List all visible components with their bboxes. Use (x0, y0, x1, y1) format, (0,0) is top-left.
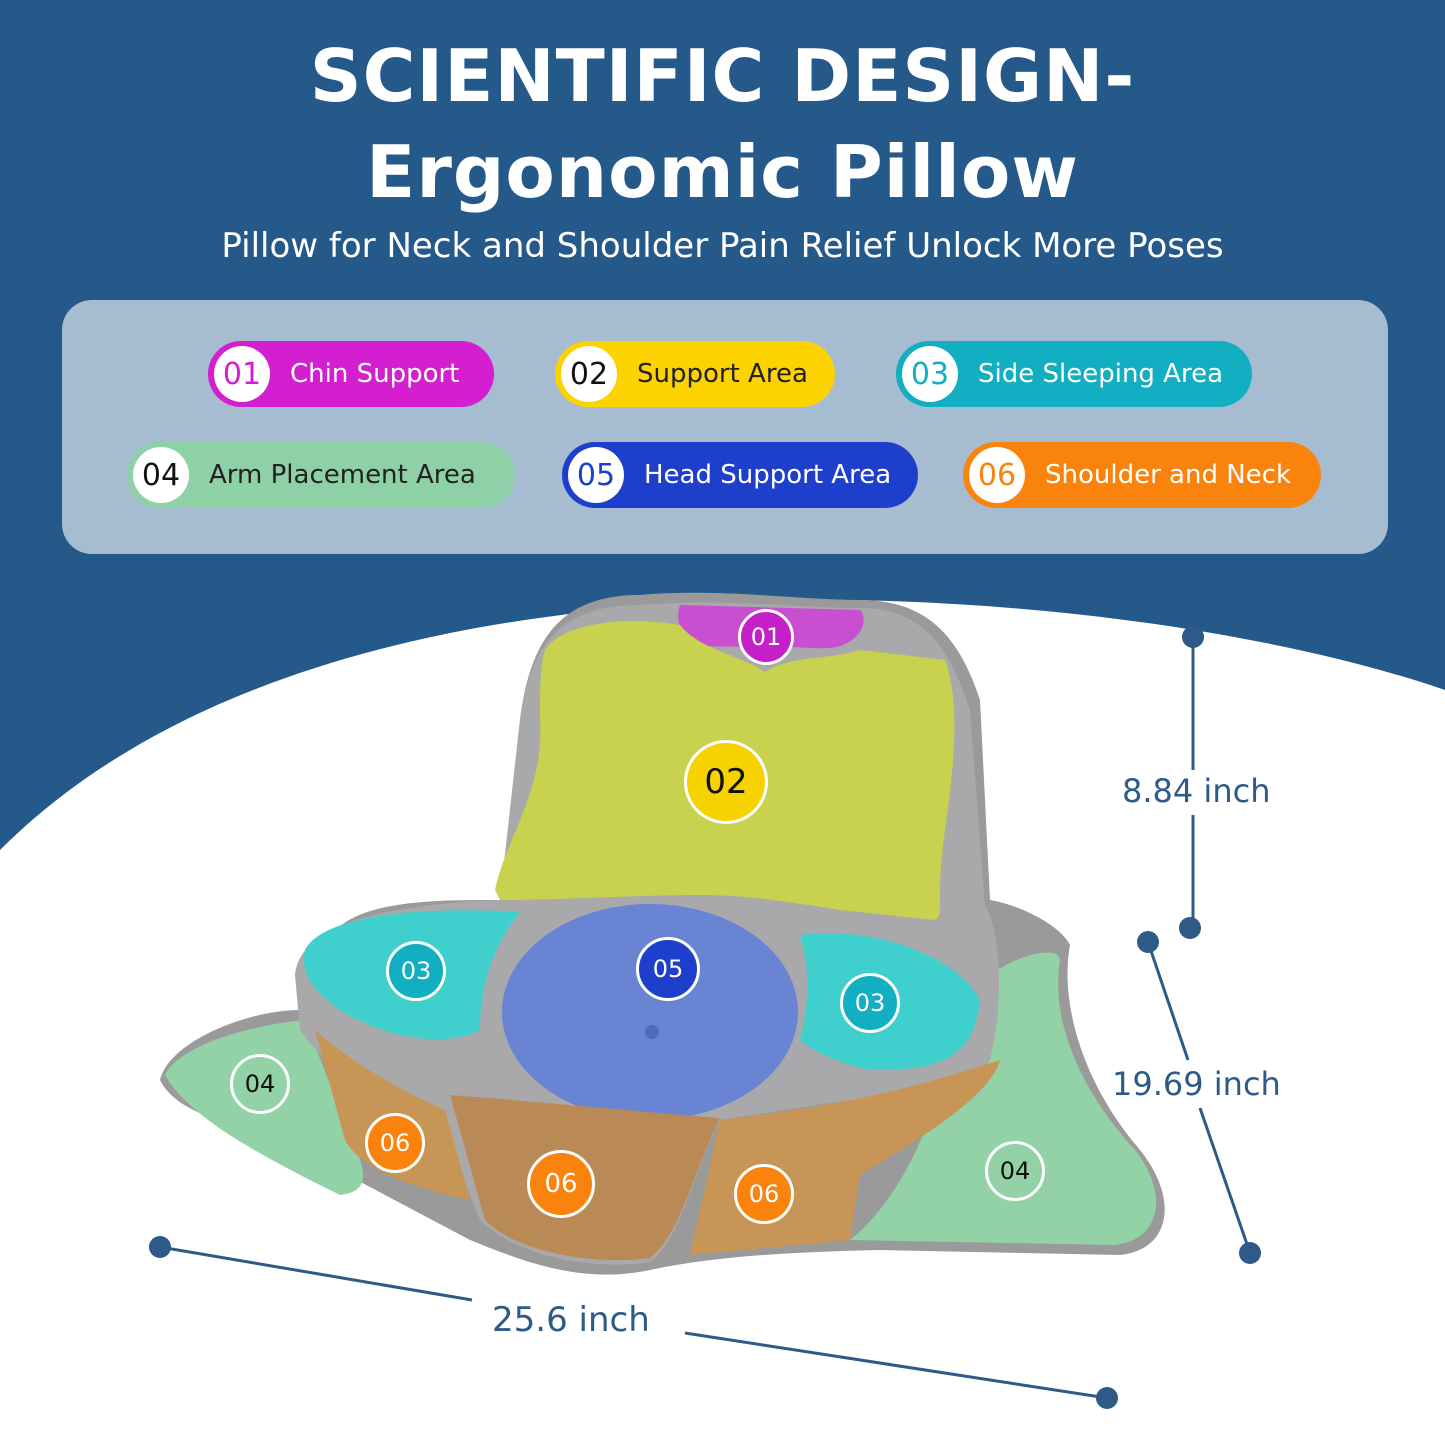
title-line-1: SCIENTIFIC DESIGN- (309, 34, 1136, 118)
pillow-illustration (160, 592, 1165, 1275)
marker-01: 01 (738, 609, 794, 665)
legend-pill-chin-support: 01 Chin Support (208, 341, 494, 407)
marker-06-center: 06 (527, 1150, 595, 1218)
legend-label: Shoulder and Neck (1045, 460, 1292, 490)
marker-04-left: 04 (230, 1054, 290, 1114)
legend-label: Support Area (637, 359, 808, 389)
width-line-right (684, 1331, 1108, 1400)
center-dimple (645, 1025, 659, 1039)
width-dot-left (149, 1236, 171, 1258)
zone-arm-right (850, 952, 1157, 1245)
zone-head-support (502, 904, 798, 1120)
legend-label: Head Support Area (644, 460, 892, 490)
marker-05: 05 (636, 937, 700, 1001)
legend-label: Arm Placement Area (209, 460, 476, 490)
legend-panel (62, 300, 1388, 554)
width-line-left (159, 1245, 473, 1302)
dimension-width-label: 25.6 inch (492, 1300, 650, 1340)
legend-pill-shoulder-neck: 06 Shoulder and Neck (963, 442, 1321, 508)
marker-03-right: 03 (840, 973, 900, 1033)
dimension-height-label: 8.84 inch (1122, 772, 1271, 810)
marker-03-left: 03 (386, 941, 446, 1001)
title-line-2: Ergonomic Pillow (366, 130, 1079, 214)
legend-number: 01 (214, 346, 270, 402)
dimension-lines (149, 626, 1261, 1409)
width-dot-right (1096, 1387, 1118, 1409)
subtitle: Pillow for Neck and Shoulder Pain Relief… (221, 226, 1224, 266)
legend-pill-head-support: 05 Head Support Area (562, 442, 918, 508)
legend-pill-support-area: 02 Support Area (555, 341, 835, 407)
legend-label: Chin Support (290, 359, 460, 389)
depth-line-bottom (1198, 1107, 1252, 1254)
legend-number: 04 (133, 447, 189, 503)
legend-number: 05 (568, 447, 624, 503)
depth-line-top (1146, 941, 1190, 1061)
height-dot-top (1182, 626, 1204, 648)
marker-02: 02 (684, 740, 768, 824)
legend-pill-side-sleeping: 03 Side Sleeping Area (896, 341, 1252, 407)
legend-number: 03 (902, 346, 958, 402)
depth-dot-top (1137, 931, 1159, 953)
legend-pill-arm-placement: 04 Arm Placement Area (127, 442, 515, 508)
legend-label: Side Sleeping Area (978, 359, 1224, 389)
marker-06-right: 06 (734, 1164, 794, 1224)
height-dot-bottom (1179, 917, 1201, 939)
marker-04-right: 04 (985, 1141, 1045, 1201)
legend-number: 02 (561, 346, 617, 402)
depth-dot-bottom (1239, 1242, 1261, 1264)
marker-06-left: 06 (365, 1113, 425, 1173)
dimension-depth-label: 19.69 inch (1112, 1065, 1281, 1103)
legend-number: 06 (969, 447, 1025, 503)
